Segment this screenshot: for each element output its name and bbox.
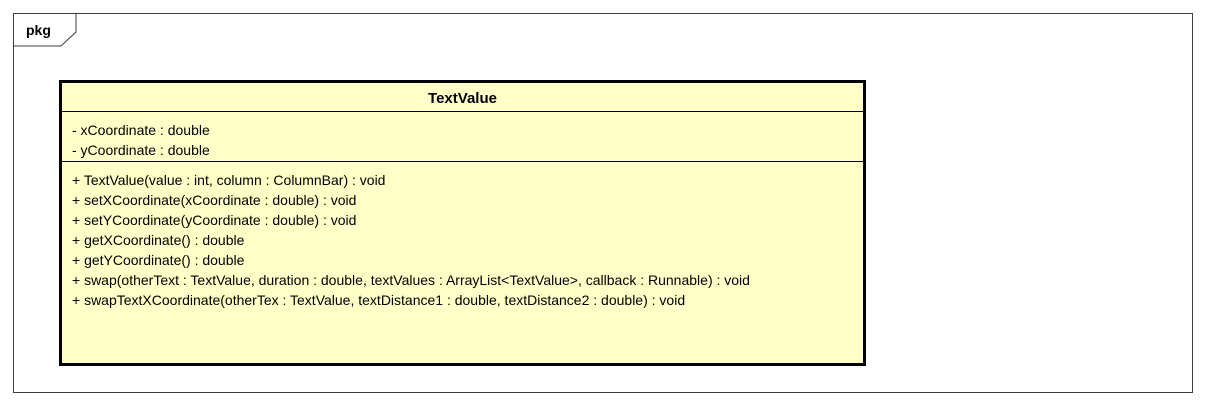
attributes-compartment: - xCoordinate : double - yCoordinate : d… xyxy=(62,112,863,162)
operation-get-y-coordinate: + getYCoordinate() : double xyxy=(72,252,245,268)
attribute-xcoordinate: - xCoordinate : double xyxy=(72,122,210,138)
class-name-compartment: TextValue xyxy=(62,83,863,112)
operation-set-y-coordinate: + setYCoordinate(yCoordinate : double) :… xyxy=(72,212,357,228)
package-frame xyxy=(13,13,1193,393)
operation-set-x-coordinate: + setXCoordinate(xCoordinate : double) :… xyxy=(72,192,357,208)
operation-swap-text-x-coordinate: + swapTextXCoordinate(otherTex : TextVal… xyxy=(72,292,686,308)
operation-constructor: + TextValue(value : int, column : Column… xyxy=(72,172,386,188)
operation-get-x-coordinate: + getXCoordinate() : double xyxy=(72,232,245,248)
package-tab-outline xyxy=(13,13,77,47)
package-label: pkg xyxy=(26,22,51,38)
class-name: TextValue xyxy=(428,89,497,107)
operation-swap: + swap(otherText : TextValue, duration :… xyxy=(72,272,750,288)
operations-compartment: + TextValue(value : int, column : Column… xyxy=(62,162,863,310)
attribute-ycoordinate: - yCoordinate : double xyxy=(72,142,210,158)
class-textvalue[interactable]: TextValue - xCoordinate : double - yCoor… xyxy=(59,80,866,366)
package-tab: pkg xyxy=(13,13,77,47)
